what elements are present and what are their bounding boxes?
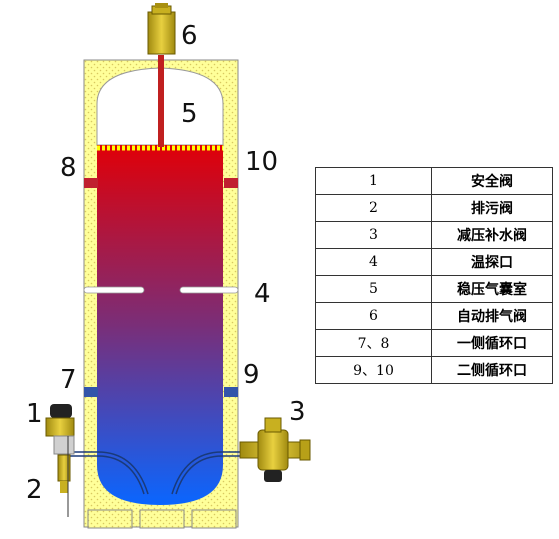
label-3: 3 — [289, 397, 306, 427]
label-2: 2 — [26, 475, 43, 505]
legend-number: 9、10 — [315, 356, 432, 384]
pressure-reducing-valve — [239, 417, 311, 482]
port-9 — [224, 387, 238, 397]
legend-number: 1 — [315, 167, 432, 195]
label-1: 1 — [26, 399, 43, 429]
legend-name: 安全阀 — [431, 167, 553, 195]
label-7: 7 — [60, 365, 77, 395]
legend-name: 温探口 — [431, 248, 553, 276]
label-9: 9 — [243, 360, 260, 390]
vent-pipe — [158, 55, 164, 147]
port-7 — [84, 387, 98, 397]
legend-name: 排污阀 — [431, 194, 553, 222]
legend-name: 稳压气囊室 — [431, 275, 553, 303]
water-body — [97, 145, 223, 505]
legend-number: 3 — [315, 221, 432, 249]
auto-vent-valve — [147, 3, 176, 147]
legend-number: 4 — [315, 248, 432, 276]
label-6: 6 — [181, 21, 198, 51]
sensor-slots — [83, 286, 239, 294]
label-4: 4 — [254, 279, 271, 309]
port-10 — [224, 178, 238, 188]
port-8 — [84, 178, 98, 188]
legend-name: 一侧循环口 — [431, 329, 553, 357]
safety-valve-cap — [50, 404, 72, 418]
legend-name: 自动排气阀 — [431, 302, 553, 330]
label-8: 8 — [60, 153, 77, 183]
legend-number: 2 — [315, 194, 432, 222]
internal-pipes — [70, 451, 250, 495]
label-10: 10 — [245, 147, 278, 177]
legend-number: 5 — [315, 275, 432, 303]
legend-number: 6 — [315, 302, 432, 330]
legend-name: 二侧循环口 — [431, 356, 553, 384]
legend-number: 7、8 — [315, 329, 432, 357]
legend-name: 减压补水阀 — [431, 221, 553, 249]
circulation-ports — [84, 178, 238, 397]
left-valves — [45, 404, 75, 517]
label-5: 5 — [181, 99, 198, 129]
